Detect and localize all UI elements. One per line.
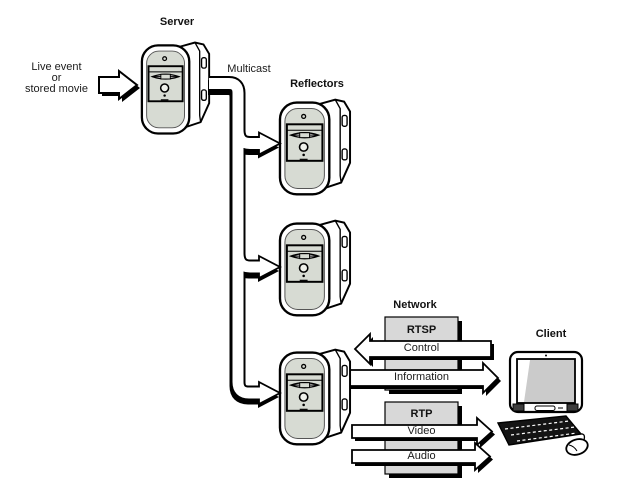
reflector-tower-icon-2 [278,219,352,317]
network-label: Network [393,299,437,311]
source-label-line-2: or [51,72,62,84]
client-computer-icon [497,350,591,456]
video-arrow-right [351,415,495,448]
control-label: Control [403,342,440,354]
rtp-label: RTP [410,408,433,420]
rtsp-label: RTSP [406,324,437,336]
information-arrow-right [346,360,501,396]
information-label: Information [393,371,450,383]
server-tower-icon [140,41,211,135]
reflector-tower-icon-1 [278,98,352,196]
multicast-pipe [208,76,282,408]
source-label-line-1: Live event [31,61,82,73]
server-label: Server [159,16,195,28]
video-label: Video [407,425,436,437]
client-label: Client [535,328,567,340]
control-arrow-left [353,331,494,367]
source-label-line-3: stored movie [25,83,88,95]
source-input-arrow [98,68,140,102]
reflectors-label: Reflectors [290,78,344,90]
audio-label: Audio [407,450,436,462]
audio-arrow-right [351,440,493,473]
multicast-label: Multicast [227,63,271,75]
source-label: Live event or stored movie [8,62,105,95]
reflector-tower-icon-3 [278,348,352,446]
